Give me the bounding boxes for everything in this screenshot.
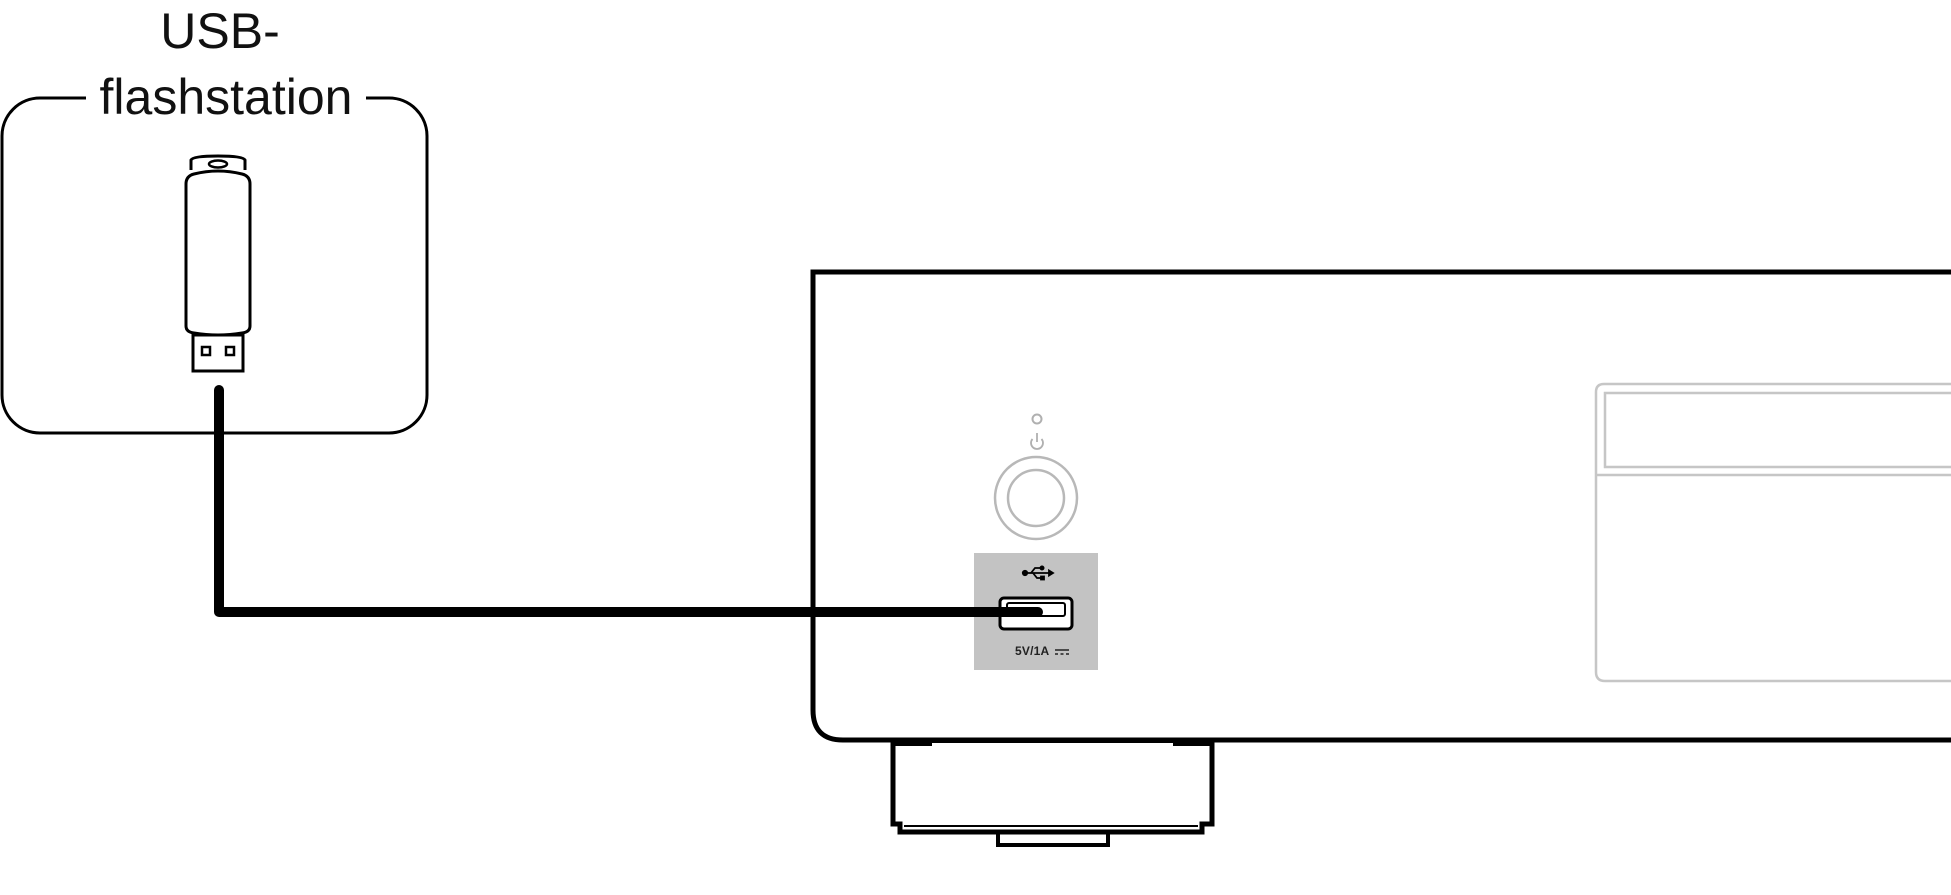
usb-rating-text: 5V/1A — [1015, 644, 1049, 658]
usb-trident-icon — [1021, 565, 1055, 581]
device-front-panel — [810, 269, 1951, 743]
display-panel — [1594, 382, 1951, 683]
usb-cable — [214, 385, 1043, 617]
callout-title-line1: USB- — [50, 1, 390, 61]
dc-symbol-icon — [1055, 649, 1070, 655]
usb-rating-label: 5V/1A — [1015, 644, 1070, 658]
power-button[interactable] — [993, 455, 1079, 541]
callout-title-line2: flashstation — [86, 67, 366, 127]
standby-indicator-icon — [1031, 413, 1043, 425]
device-foot — [890, 738, 1215, 847]
usb-flash-drive-icon — [184, 154, 252, 373]
power-icon — [1030, 433, 1044, 450]
